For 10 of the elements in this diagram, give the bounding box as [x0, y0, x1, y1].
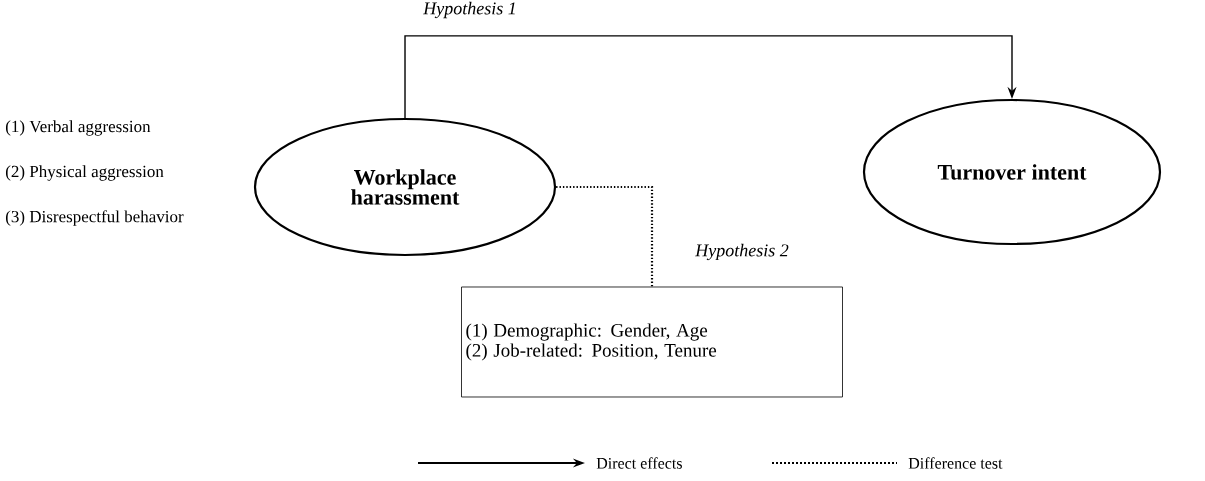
legend-text: Difference test: [908, 457, 1003, 469]
factor-box: (1) Demographic: Gender, Age (2) Job-related: Position, Tenure: [461, 286, 843, 398]
legend-text: Direct effects: [596, 457, 682, 469]
edge-label: Hypothesis 2: [695, 243, 789, 261]
item-text: (1) Verbal aggression: [5, 120, 151, 136]
item-text: (3) Disrespectful behavior: [5, 210, 184, 226]
connector: [404, 35, 1017, 119]
connector: [556, 185, 654, 287]
edge-label: Hypothesis 1: [423, 1, 515, 19]
item-text: (2) Physical aggression: [5, 165, 164, 181]
